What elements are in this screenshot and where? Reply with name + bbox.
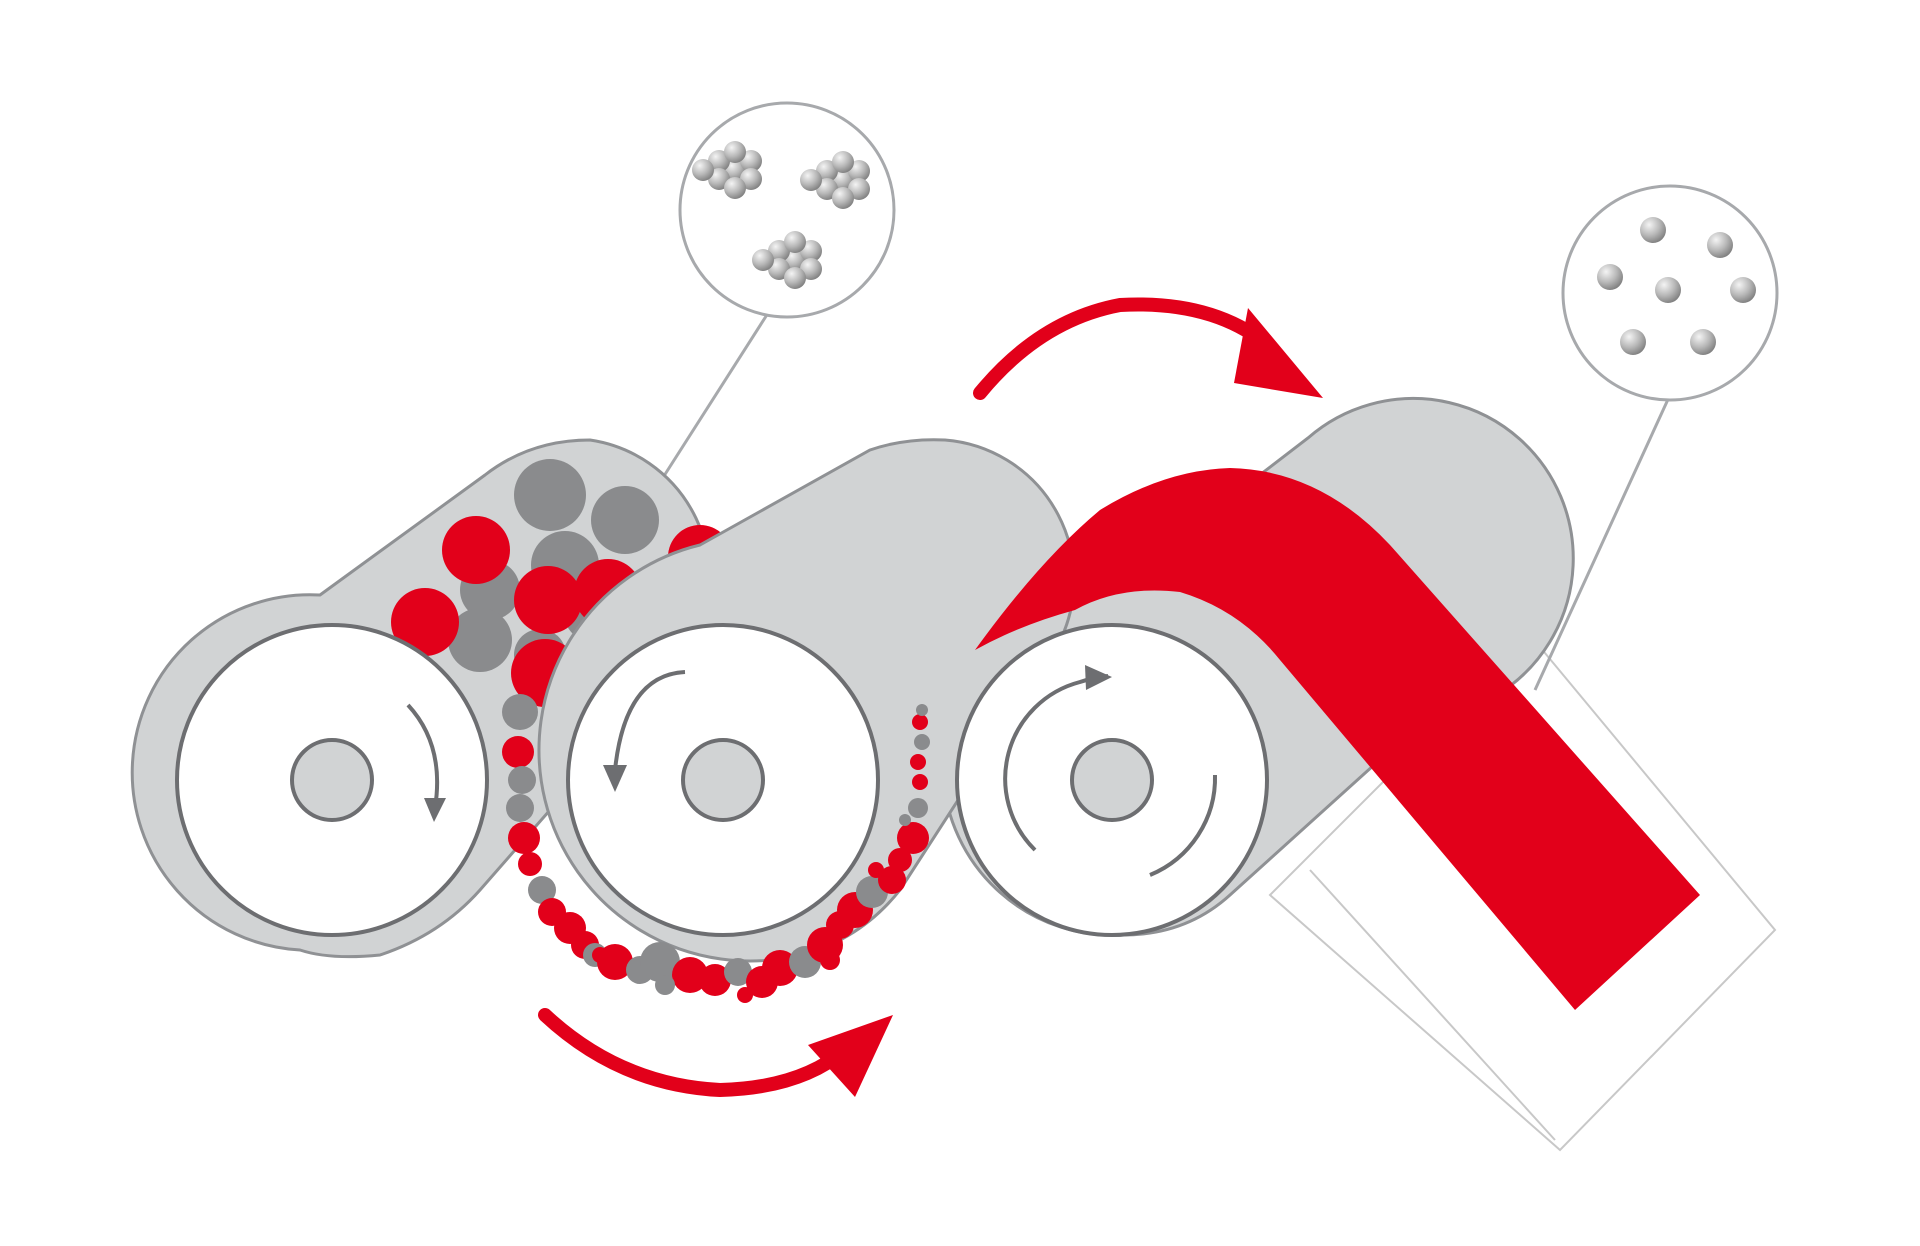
particle-sphere-icon [832,169,854,191]
particle-sphere-icon [708,150,730,172]
grey-particle [448,608,512,672]
red-particle [518,852,542,876]
red-particle [912,714,928,730]
grey-particle [908,798,928,818]
rotation-arrow-icon [1003,665,1218,877]
grey-particle [640,942,680,982]
grey-particle [655,975,675,995]
particle-sphere-icon [816,160,838,182]
particle-sphere-icon [1707,232,1733,258]
grey-particle [514,459,586,531]
particle-sphere-icon [816,178,838,200]
roller-feed [175,623,489,937]
red-particle [514,566,582,634]
grey-particle [916,704,928,716]
particle-sphere-icon [1655,277,1681,303]
roller-apron [955,623,1269,937]
particle-sphere-icon [740,150,762,172]
nip-particle-arc [502,694,930,1003]
red-particle [897,822,929,854]
particle-sphere-icon [1690,329,1716,355]
rotation-arrow-icon [603,670,686,792]
particle-sphere-icon [768,240,790,262]
particle-sphere-icon [848,160,870,182]
particle-sphere-icon [724,159,746,181]
red-particle [442,516,510,584]
particle-sphere-icon [784,267,806,289]
red-particle [737,987,753,1003]
particle-sphere-icon [784,231,806,253]
particle-sphere-icon [832,187,854,209]
particle-sphere-icon [1597,264,1623,290]
magnifier-agglomerates [678,101,896,319]
grey-particle [591,486,659,554]
particle-sphere-icon [724,177,746,199]
rotation-arrow-icon [406,703,446,822]
red-particle [820,950,840,970]
red-particle [888,848,912,872]
red-particle [508,822,540,854]
product-film-band [975,468,1700,1010]
red-particle [762,950,798,986]
red-particle [878,866,906,894]
red-particle [592,947,608,963]
red-particle [502,736,534,768]
grey-particle [508,766,536,794]
particle-sphere-icon [848,178,870,200]
particle-sphere-icon [1620,329,1646,355]
process-flow-arrow-icon [538,1008,893,1098]
particle-sphere-icon [800,240,822,262]
process-flow-arrow-icon [973,297,1323,400]
grey-particle [899,814,911,826]
grey-particle [724,958,752,986]
particle-sphere-icon [1730,277,1756,303]
magnifier-leaders [653,309,1672,691]
red-particle [912,774,928,790]
grey-particle [502,694,538,730]
roller-center [566,623,880,937]
particle-sphere-icon [800,258,822,280]
particle-sphere-icon [784,249,806,271]
particle-sphere-icon [724,141,746,163]
red-particle [699,964,731,996]
grey-particle [914,734,930,750]
red-particle [910,754,926,770]
red-particle [391,588,459,656]
particle-sphere-icon [800,169,822,191]
grey-particle [506,794,534,822]
particle-sphere-icon [832,151,854,173]
grey-particle [528,876,556,904]
particle-sphere-icon [740,168,762,190]
particle-sphere-icon [692,159,714,181]
particle-sphere-icon [768,258,790,280]
particle-sphere-icon [708,168,730,190]
magnifier-dispersed [1561,184,1779,402]
particle-sphere-icon [1640,217,1666,243]
particle-sphere-icon [752,249,774,271]
red-particle [868,862,884,878]
red-particle [672,957,708,993]
